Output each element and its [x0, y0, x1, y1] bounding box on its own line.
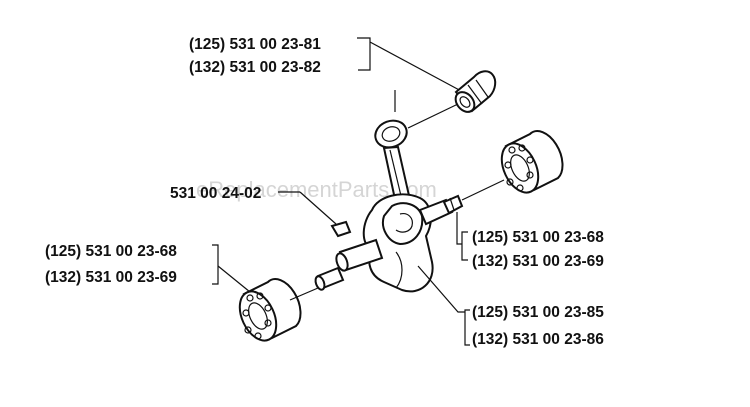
- connecting-rod-part: [374, 119, 412, 206]
- bracket-crankshaft: [464, 309, 470, 346]
- label-crankshaft-132: (132) 531 00 23-86: [472, 331, 604, 348]
- leader-crankshaft: [417, 265, 465, 313]
- label-woodruff-key: 531 00 24-02: [170, 185, 261, 202]
- woodruff-key-part: [330, 220, 352, 238]
- label-ball-bearing-right-132: (132) 531 00 23-69: [472, 253, 604, 270]
- leader-left-bearing: [217, 265, 251, 293]
- label-ball-bearing-right-125: (125) 531 00 23-68: [472, 229, 604, 246]
- leader-right-bearing: [456, 212, 462, 245]
- bracket-right-bearing: [461, 231, 468, 261]
- label-ball-bearing-left-132: (132) 531 00 23-69: [45, 269, 177, 286]
- label-needle-bearing-125: (125) 531 00 23-81: [189, 36, 321, 53]
- ball-bearing-right-part: [500, 130, 564, 194]
- bracket-left-bearing: [212, 244, 219, 285]
- leader-left-bearing-shaft: [289, 287, 319, 301]
- leader-key-b: [299, 191, 337, 225]
- ball-bearing-left-part: [238, 278, 302, 342]
- needle-bearing-part: [454, 70, 497, 113]
- label-crankshaft-125: (125) 531 00 23-85: [472, 304, 604, 321]
- label-ball-bearing-left-125: (125) 531 00 23-68: [45, 243, 177, 260]
- leader-right-bearing-shaft: [461, 179, 505, 201]
- crankshaft-part: [314, 193, 464, 293]
- leader-needle-to-rod: [407, 103, 459, 129]
- label-needle-bearing-132: (132) 531 00 23-82: [189, 59, 321, 76]
- leader-needle-bearing: [357, 37, 464, 93]
